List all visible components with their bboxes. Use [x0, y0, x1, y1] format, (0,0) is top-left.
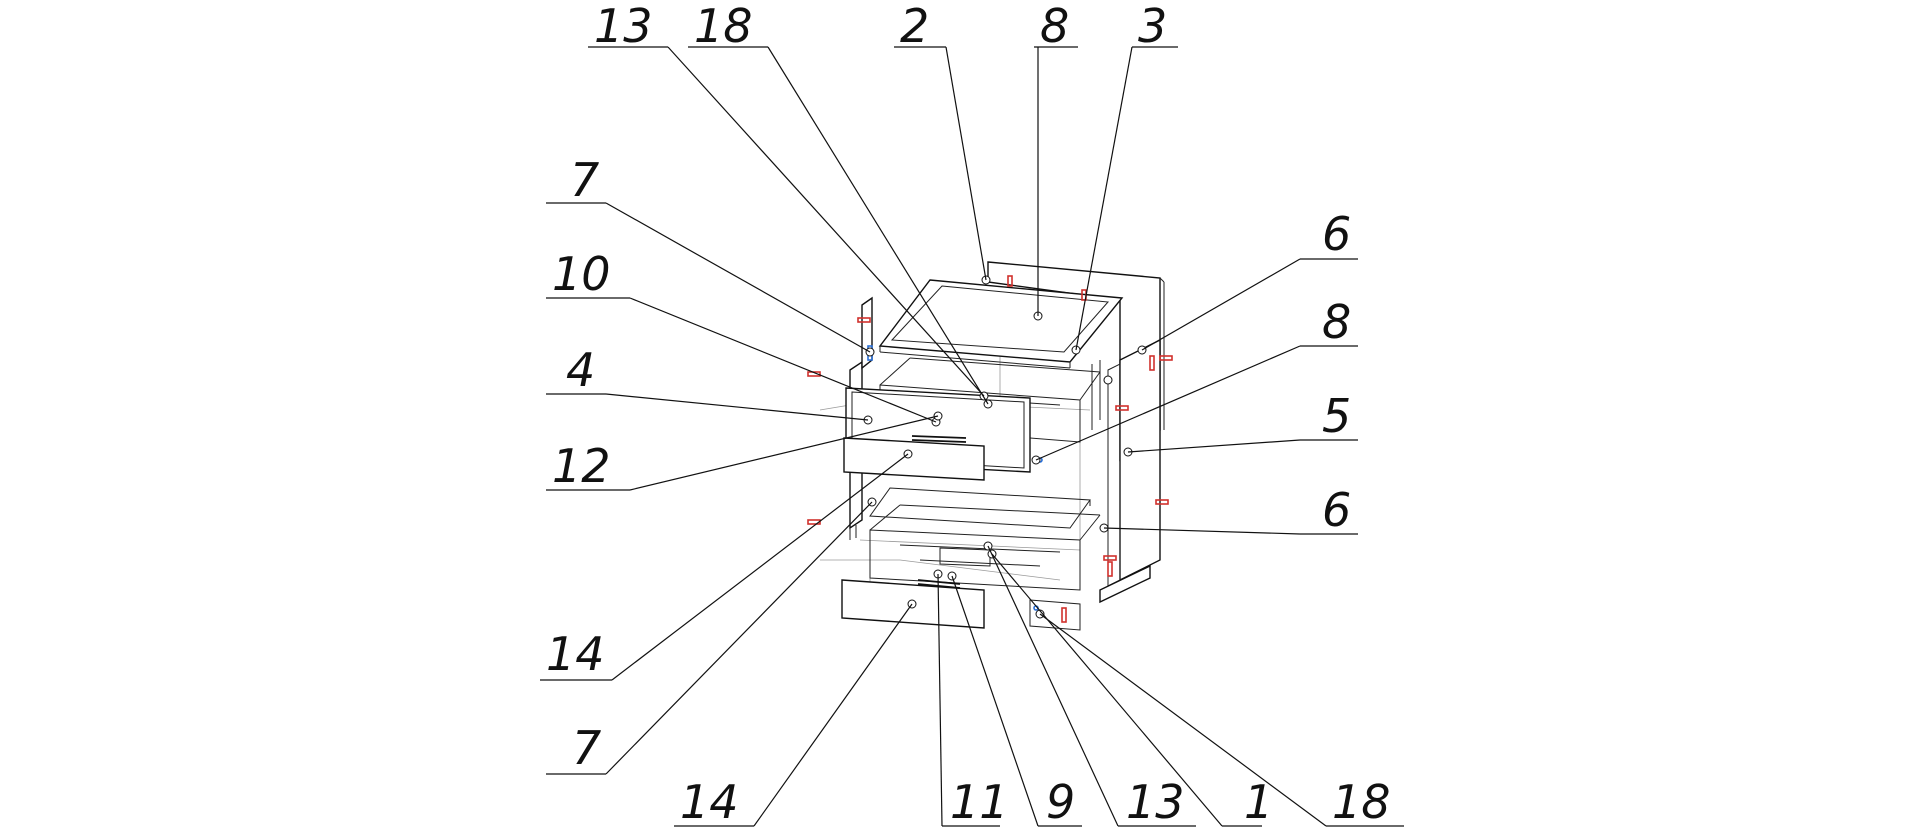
callout-label: 10 [552, 247, 611, 301]
callout-label: 14 [546, 627, 605, 681]
callout-11: 11 [937, 573, 1009, 829]
callout-label: 3 [1138, 0, 1167, 53]
callout-label: 7 [572, 721, 601, 775]
callout-13-bottom: 13 [987, 545, 1196, 829]
callout-label: 7 [570, 153, 599, 207]
callout-2: 2 [894, 0, 987, 281]
cabinet-drawing [807, 261, 1173, 631]
callout-10: 10 [546, 247, 937, 423]
callout-13-top: 13 [588, 0, 985, 397]
callout-label: 12 [552, 439, 611, 493]
callout-6-top: 6 [1141, 207, 1358, 351]
callout-14-left: 14 [540, 453, 909, 681]
callout-18-top: 18 [688, 0, 989, 405]
callout-8-top: 8 [1034, 0, 1078, 316]
callout-label: 14 [680, 775, 739, 829]
callout-label: 6 [1322, 483, 1351, 537]
callout-label: 13 [1126, 775, 1185, 829]
callout-label: 8 [1322, 295, 1351, 349]
callout-label: 8 [1040, 0, 1069, 53]
middle-shelf [869, 487, 1091, 529]
callout-label: 13 [594, 0, 653, 53]
callout-18-bottom: 18 [1039, 613, 1404, 829]
callout-4: 4 [546, 343, 869, 421]
upper-drawer [843, 357, 1101, 481]
callout-label: 18 [694, 0, 753, 53]
callout-8-right: 8 [1035, 295, 1358, 461]
top-frame [878, 279, 1124, 369]
fasteners-red [807, 275, 1173, 623]
callout-9: 9 [951, 575, 1082, 829]
callout-label: 9 [1046, 775, 1075, 829]
callout-label: 6 [1322, 207, 1351, 261]
callout-5: 5 [1127, 389, 1358, 453]
callout-6-right: 6 [1103, 483, 1358, 537]
callout-3: 3 [1075, 0, 1178, 351]
callout-7-bottom: 7 [546, 501, 873, 775]
callout-7-top: 7 [546, 153, 871, 353]
callout-label: 11 [950, 775, 1009, 829]
callouts: 13 18 2 8 3 7 [540, 0, 1404, 829]
callout-label: 5 [1322, 389, 1351, 443]
callout-label: 18 [1332, 775, 1391, 829]
base-rail [1029, 564, 1151, 631]
callout-label: 4 [566, 343, 595, 397]
callout-label: 2 [900, 0, 929, 53]
callout-12: 12 [546, 415, 939, 493]
right-side-panel [1091, 338, 1161, 587]
callout-14-bottom: 14 [674, 603, 913, 829]
